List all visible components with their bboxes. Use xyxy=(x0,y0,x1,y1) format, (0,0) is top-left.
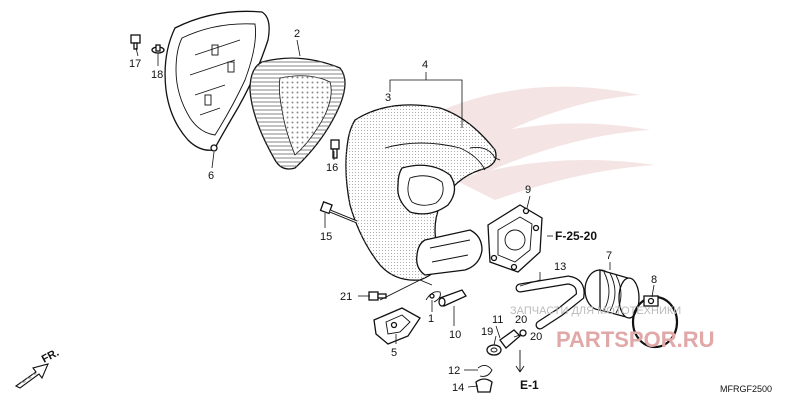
clamp-8 xyxy=(631,295,679,349)
part-label-1: 1 xyxy=(428,313,434,325)
watermark-logo: PARTSPOR.RU xyxy=(556,327,715,352)
part-label-11: 11 xyxy=(492,314,503,326)
part-label-12: 12 xyxy=(448,365,460,377)
part-label-8: 8 xyxy=(651,274,657,286)
breather-tube-13 xyxy=(515,275,585,330)
tube-10 xyxy=(438,289,467,307)
washer-18 xyxy=(151,44,165,54)
drawing-code: MFRGF2500 xyxy=(720,384,772,394)
connecting-tube-7 xyxy=(584,269,640,319)
part-label-14: 14 xyxy=(452,382,464,394)
part-label-7: 7 xyxy=(606,250,612,262)
flange-9 xyxy=(487,204,543,273)
drain-assembly xyxy=(475,329,527,393)
part-label-9: 9 xyxy=(525,184,531,196)
part-label-21: 21 xyxy=(340,291,352,303)
air-cleaner-case xyxy=(345,104,501,281)
electrical-reference-label: E-1 xyxy=(520,378,539,392)
part-label-10: 10 xyxy=(449,329,461,341)
air-filter-element xyxy=(249,57,346,170)
bolt-15 xyxy=(319,201,358,224)
part-label-18: 18 xyxy=(151,69,163,81)
part-label-20b: 20 xyxy=(530,331,542,343)
bolt-21 xyxy=(368,291,387,301)
part-labels: 17 18 2 4 3 6 16 9 15 7 13 8 21 1 10 11 … xyxy=(129,28,657,394)
bolt-16 xyxy=(330,139,340,159)
front-arrow xyxy=(14,363,49,389)
part-label-6: 6 xyxy=(208,170,214,182)
part-label-17: 17 xyxy=(129,58,141,70)
air-cleaner-cover xyxy=(164,10,270,152)
part-label-20a: 20 xyxy=(515,314,527,326)
part-label-13: 13 xyxy=(554,261,566,273)
part-label-2: 2 xyxy=(294,28,300,40)
bolt-17 xyxy=(130,34,141,50)
part-label-16: 16 xyxy=(326,162,338,174)
front-label: FR. xyxy=(40,347,61,366)
part-label-3: 3 xyxy=(385,92,391,104)
part-label-4: 4 xyxy=(422,59,428,71)
watermark-text: ЗАПЧАСТИ ДЛЯ МОТОТЕХНИКИ xyxy=(510,305,681,317)
part-label-19: 19 xyxy=(481,326,493,338)
bracket-5 xyxy=(373,307,421,345)
cross-reference-label: F-25-20 xyxy=(555,229,597,243)
leader-lines xyxy=(135,39,655,388)
part-label-15: 15 xyxy=(320,231,332,243)
leader-bracket-4 xyxy=(389,72,463,128)
part-label-5: 5 xyxy=(391,347,397,359)
clip-1 xyxy=(425,291,441,303)
